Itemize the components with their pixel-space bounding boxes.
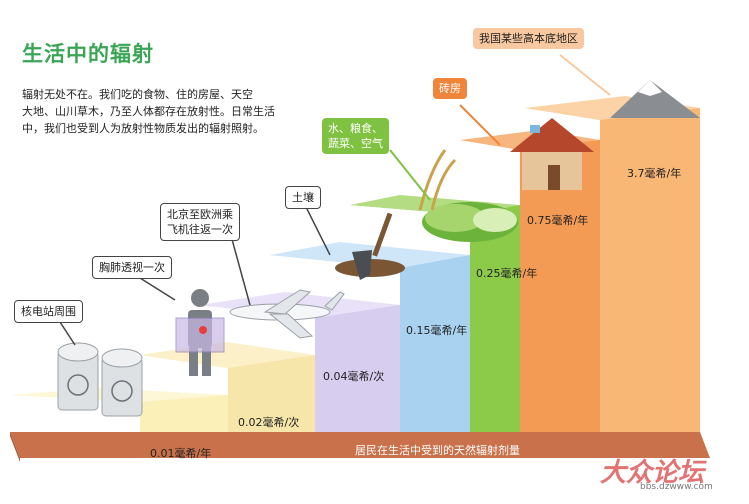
nuclear-plant-icon bbox=[57, 342, 143, 417]
bubble-flight: 北京至欧洲乘 飞机往返一次 bbox=[160, 203, 240, 241]
bubble-brick-house: 砖房 bbox=[433, 78, 467, 99]
intro-paragraph: 辐射无处不在。我们吃的食物、住的房屋、天空 大地、山川草木，乃至人体都存在放射性… bbox=[22, 86, 310, 137]
base-slab bbox=[10, 432, 710, 458]
intro-line: 中，我们也受到人为放射性物质发出的辐射照射。 bbox=[22, 122, 264, 135]
step-value-3: 0.04毫希/次 bbox=[323, 370, 385, 383]
bubble-high-background-area: 我国某些高本底地区 bbox=[473, 28, 584, 49]
page-title: 生活中的辐射 bbox=[22, 42, 154, 66]
bubble-line: 北京至欧洲乘 bbox=[167, 208, 233, 221]
intro-line: 大地、山川草木，乃至人体都存在放射性。日常生活 bbox=[22, 105, 275, 118]
step-value-2: 0.02毫希/次 bbox=[238, 416, 300, 429]
bubble-line: 蔬菜、空气 bbox=[328, 137, 383, 150]
watermark-url: bbs.dzwww.com bbox=[640, 482, 713, 492]
mountain-icon bbox=[610, 80, 700, 118]
house-icon bbox=[510, 118, 594, 190]
footer-label: 居民在生活中受到的天然辐射剂量 bbox=[355, 444, 520, 457]
person-xray-icon bbox=[175, 289, 225, 376]
step-7 bbox=[525, 108, 700, 432]
step-value-5: 0.25毫希/年 bbox=[476, 267, 538, 280]
shovel-icon bbox=[335, 212, 405, 280]
bubble-chest-xray: 胸肺透视一次 bbox=[92, 256, 172, 279]
bubble-nuclear-plant: 核电站周围 bbox=[14, 300, 83, 323]
step-1 bbox=[10, 395, 228, 432]
bubble-food-air: 水、粮食、 蔬菜、空气 bbox=[322, 118, 389, 154]
step-value-7: 3.7毫希/年 bbox=[627, 167, 682, 180]
step-value-4: 0.15毫希/年 bbox=[406, 324, 468, 337]
bubble-line: 水、粮食、 bbox=[328, 122, 383, 135]
step-value-6: 0.75毫希/年 bbox=[527, 214, 589, 227]
airplane-icon bbox=[229, 289, 345, 339]
step-4 bbox=[270, 255, 470, 432]
step-6 bbox=[460, 140, 600, 432]
step-5 bbox=[350, 205, 520, 432]
vegetables-icon bbox=[418, 149, 518, 242]
step-value-1: 0.01毫希/年 bbox=[150, 447, 212, 460]
bubble-line: 飞机往返一次 bbox=[167, 223, 233, 236]
watermark-logo: 大众论坛 bbox=[600, 458, 705, 488]
intro-line: 辐射无处不在。我们吃的食物、住的房屋、天空 bbox=[22, 88, 253, 101]
bubble-soil: 土壤 bbox=[285, 186, 321, 209]
step-2 bbox=[140, 355, 315, 432]
step-3 bbox=[200, 305, 400, 432]
